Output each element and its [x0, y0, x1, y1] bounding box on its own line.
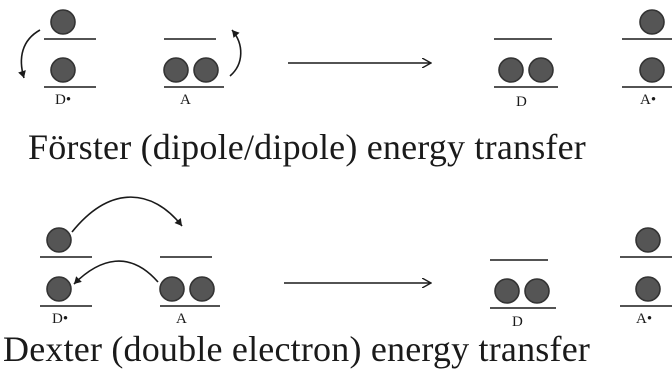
dexter-forward-electron-arrow: [71, 196, 183, 233]
dexter-donor-before-label: D•: [52, 311, 69, 327]
dexter-donor-excited-electron: [46, 227, 72, 253]
forster-acceptor-after-excited-electron: [639, 9, 665, 35]
dexter-donor-after-electron-2: [524, 278, 550, 304]
forster-donor-after-electron-1: [498, 57, 524, 83]
forster-donor-decay-arrow: [18, 29, 41, 79]
dexter-donor-after-label: D: [512, 314, 523, 330]
dexter-acceptor-before-label: A: [176, 311, 187, 327]
dexter-back-electron-arrow: [73, 260, 159, 285]
dexter-donor-ground-electron: [46, 276, 72, 302]
forster-acceptor-electron-1: [163, 57, 189, 83]
dexter-donor-after-electron-1: [494, 278, 520, 304]
dexter-panel: [40, 196, 672, 309]
forster-donor-excited-electron: [50, 9, 76, 35]
forster-acceptor-excitation-arrow: [229, 29, 242, 77]
dexter-acceptor-after-ground-electron: [635, 276, 661, 302]
forster-donor-after-label: D: [516, 94, 527, 110]
forster-panel: [18, 9, 672, 88]
dexter-acceptor-electron-1: [159, 276, 185, 302]
forster-donor-before-label: D•: [55, 92, 72, 108]
forster-acceptor-electron-2: [193, 57, 219, 83]
dexter-acceptor-electron-2: [189, 276, 215, 302]
dexter-caption: Dexter (double electron) energy transfer: [3, 329, 591, 369]
dexter-acceptor-after-label: A•: [636, 311, 653, 327]
forster-acceptor-after-label: A•: [640, 92, 657, 108]
forster-acceptor-after-ground-electron: [639, 57, 665, 83]
forster-donor-ground-electron: [50, 57, 76, 83]
forster-acceptor-before-label: A: [180, 92, 191, 108]
forster-caption: Förster (dipole/dipole) energy transfer: [28, 127, 586, 167]
forster-donor-after-electron-2: [528, 57, 554, 83]
dexter-acceptor-after-excited-electron: [635, 227, 661, 253]
